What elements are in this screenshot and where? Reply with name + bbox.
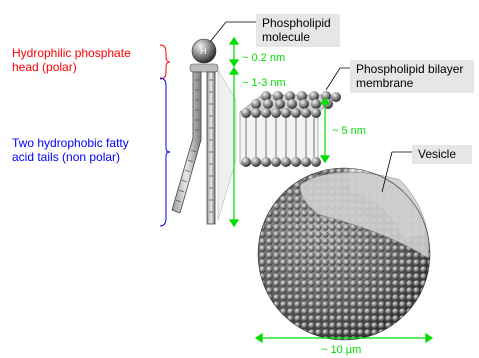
phospholipid-molecule-callout: Phospholipid molecule <box>256 14 340 47</box>
head-letter-mark: H <box>200 44 207 58</box>
zoom-projection <box>218 70 236 220</box>
vesicle-callout: Vesicle <box>412 145 472 164</box>
bilayer-callout-line <box>326 68 350 90</box>
vesicle-sphere <box>258 162 432 340</box>
head-bracket <box>160 45 170 79</box>
phospholipid-molecule <box>172 39 218 224</box>
hydrophobic-tails-label: Two hydrophobic fatty acid tails (non po… <box>12 136 129 164</box>
fatty-acid-tail-right <box>207 72 215 224</box>
head-size-label: ~ 0.2 nm <box>242 51 285 65</box>
hydrophilic-head-label: Hydrophilic phosphate head (polar) <box>12 46 131 74</box>
fatty-acid-tail-left <box>172 72 201 213</box>
bilayer-thickness-label: ~ 5 nm <box>332 124 366 138</box>
vesicle-diameter-label: ~ 10 µm <box>321 343 361 357</box>
tail-length-label: ~ 1-3 nm <box>242 76 286 90</box>
tails-bracket <box>160 78 170 226</box>
bilayer-membrane-callout: Phospholipid bilayer membrane <box>350 60 474 93</box>
